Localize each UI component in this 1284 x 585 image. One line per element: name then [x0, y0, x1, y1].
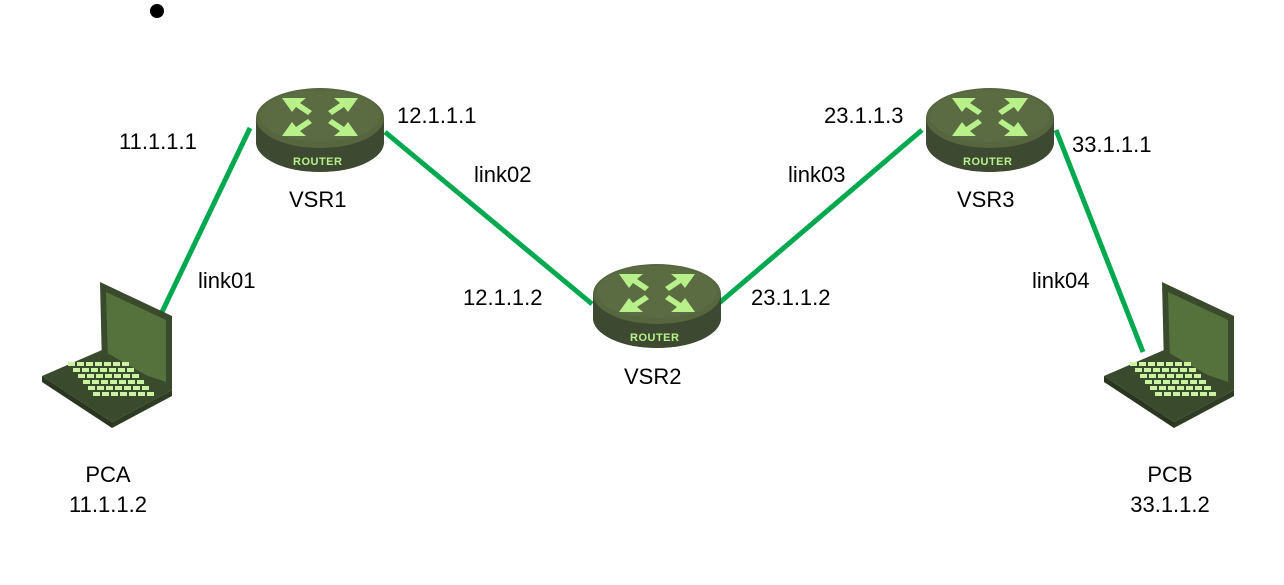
router-icon — [256, 88, 384, 172]
ip-label: 11.1.1.1 — [119, 129, 197, 154]
ip-label: 12.1.1.2 — [463, 285, 543, 310]
host-name-pca: PCA — [85, 462, 131, 487]
link02-line — [383, 130, 594, 306]
ip-label: 33.1.1.1 — [1072, 132, 1152, 157]
link-label: link03 — [788, 162, 846, 187]
link-label: link04 — [1032, 268, 1090, 293]
ip-label: 12.1.1.1 — [397, 103, 477, 128]
ip-label: 23.1.1.2 — [751, 285, 831, 310]
host-ip-pca: 11.1.1.2 — [69, 492, 147, 517]
ip-label: 23.1.1.3 — [824, 103, 904, 128]
link-label: link02 — [474, 162, 532, 187]
host-ip-pcb: 33.1.1.2 — [1130, 492, 1210, 517]
router-icon — [926, 88, 1054, 172]
router-name-vsr3: VSR3 — [957, 187, 1015, 212]
router-icon — [593, 264, 721, 348]
link-label: link01 — [198, 268, 256, 293]
router-name-vsr1: VSR1 — [289, 187, 347, 212]
laptop-icon — [1104, 282, 1234, 428]
link03-line — [716, 128, 924, 306]
host-name-pcb: PCB — [1147, 462, 1193, 487]
bullet-dot — [150, 4, 164, 18]
laptop-icon — [42, 282, 172, 428]
router-badge: ROUTER — [293, 156, 343, 168]
link04-line — [1053, 129, 1146, 353]
router-badge: ROUTER — [963, 156, 1013, 168]
link01-line — [159, 126, 253, 314]
router-badge: ROUTER — [630, 332, 680, 344]
router-name-vsr2: VSR2 — [624, 364, 682, 389]
